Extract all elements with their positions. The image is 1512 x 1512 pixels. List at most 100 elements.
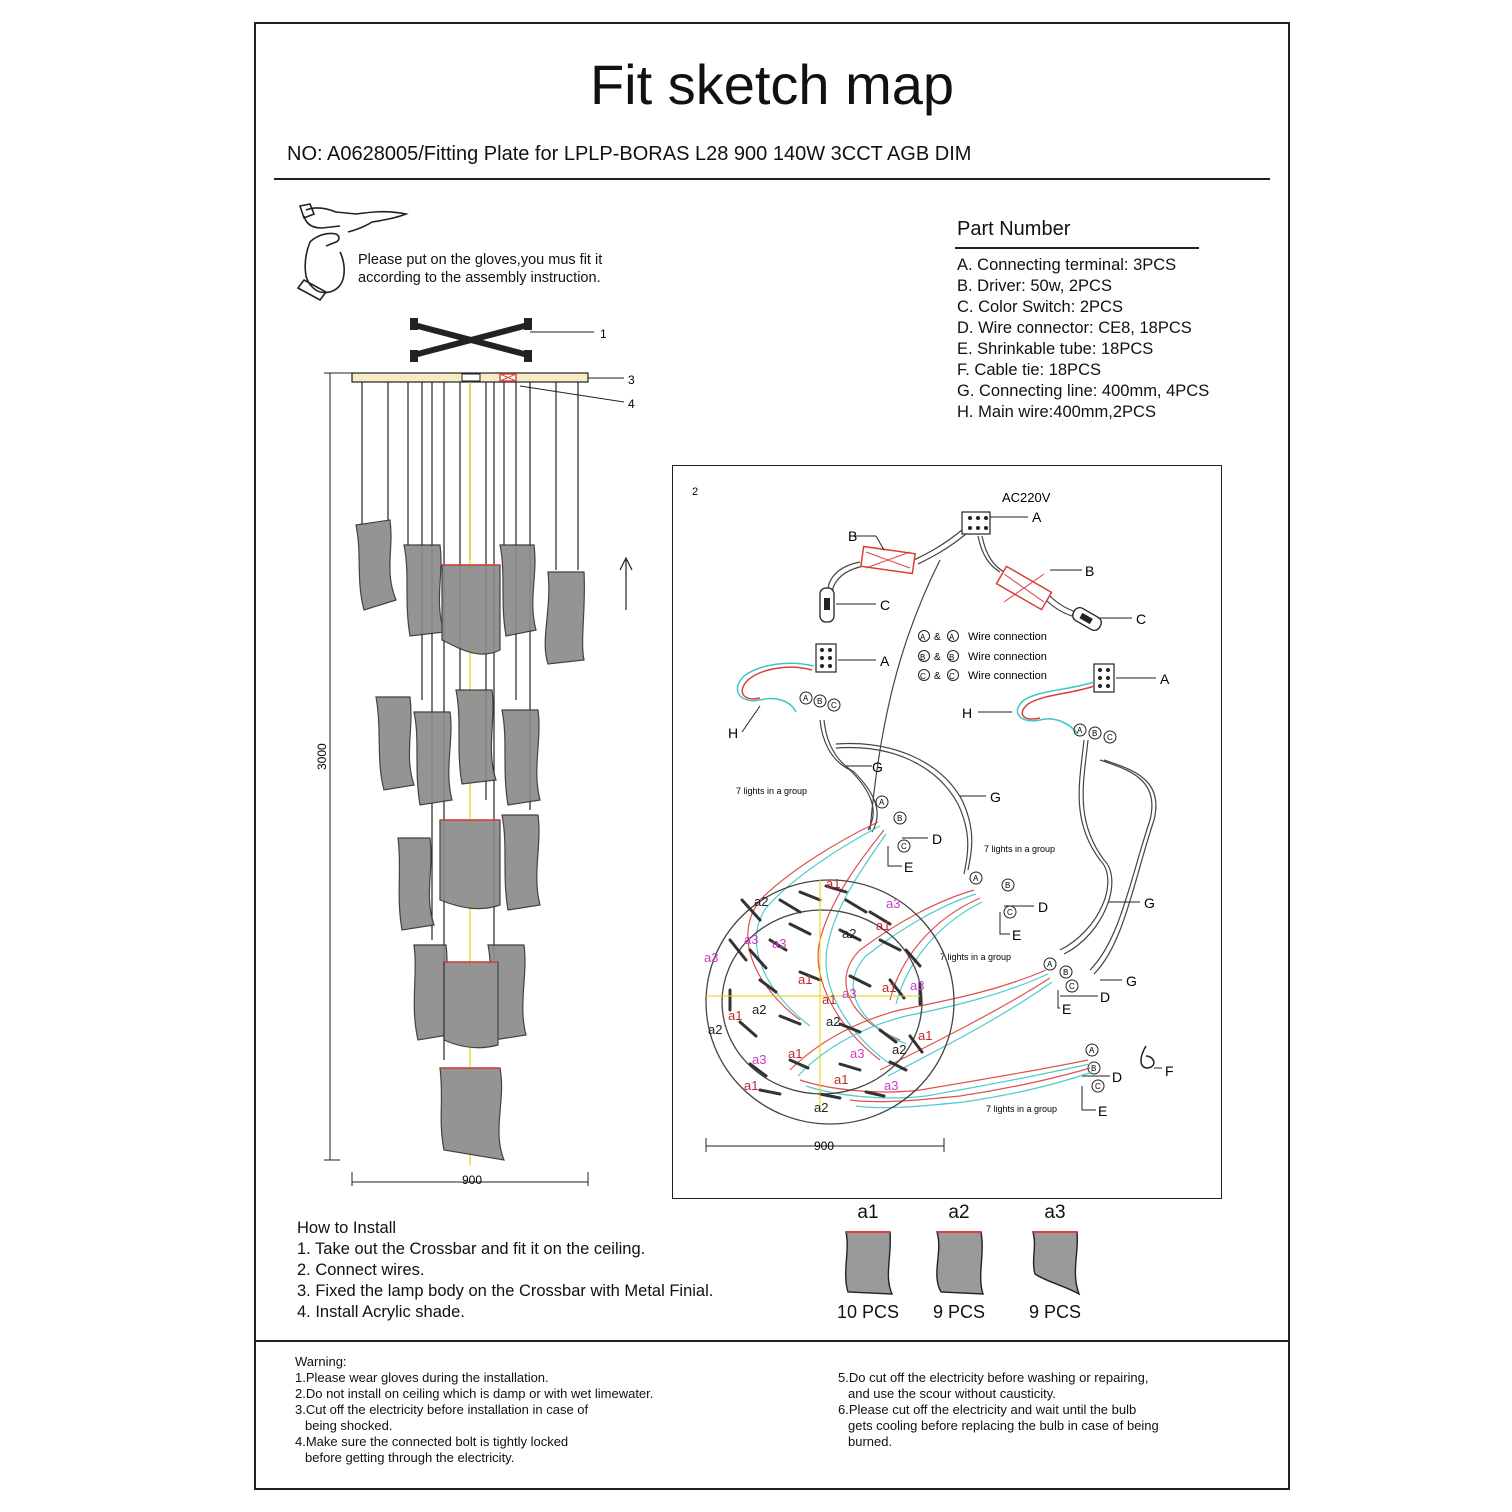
shade-label-a2: a2	[826, 1014, 840, 1029]
legend-amp: &	[934, 652, 941, 663]
page-title: Fit sketch map	[589, 53, 955, 116]
connector-label: A	[973, 874, 979, 883]
shade-type-qty: 10 PCS	[836, 1302, 900, 1322]
label-e: E	[1062, 1001, 1071, 1017]
callout-4: 4	[628, 397, 635, 411]
label-c-right: C	[1136, 611, 1146, 627]
shade-label-a1: a1	[876, 918, 890, 933]
legend-mark: C	[920, 672, 926, 681]
page-subtitle: NO: A0628005/Fitting Plate for LPLP-BORA…	[287, 143, 972, 165]
shade-label-a1: a1	[834, 1072, 848, 1087]
group-label: 7 lights in a group	[940, 952, 1011, 962]
page-frame	[254, 22, 1290, 1490]
connector-label: B	[1091, 1064, 1096, 1073]
part-item: F. Cable tie: 18PCS	[957, 361, 1101, 379]
install-step: 4. Install Acrylic shade.	[297, 1303, 465, 1321]
connector-label: C	[831, 701, 837, 710]
height-dimension: 3000	[315, 743, 329, 770]
connector-label: C	[1107, 733, 1113, 742]
legend-amp: &	[934, 632, 941, 643]
label-e: E	[1012, 927, 1021, 943]
callout-3: 3	[628, 373, 635, 387]
install-step: 3. Fixed the lamp body on the Crossbar w…	[297, 1282, 714, 1300]
shade-type-label: a1	[857, 1202, 879, 1223]
shade-type-qty: 9 PCS	[1028, 1302, 1082, 1322]
label-c-left: C	[880, 597, 890, 613]
connector-label: B	[1063, 968, 1068, 977]
install-step: 1. Take out the Crossbar and fit it on t…	[297, 1240, 646, 1258]
wire-legend: A & A Wire connection B & B Wire connect…	[918, 630, 1047, 682]
connector-label: B	[897, 814, 902, 823]
shade-label-a3: a3	[884, 1078, 898, 1093]
connector-label: B	[1092, 729, 1097, 738]
label-d: D	[1100, 989, 1110, 1005]
shade-type-qty: 9 PCS	[932, 1302, 986, 1322]
shade-label-a2: a2	[814, 1100, 828, 1115]
callout-1: 1	[600, 327, 607, 341]
warning-item: gets cooling before replacing the bulb i…	[848, 1418, 1159, 1433]
cable-tie-icon	[1140, 1045, 1155, 1069]
label-g: G	[872, 759, 883, 775]
shade-label-a3: a3	[704, 950, 718, 965]
power-label: AC220V	[1002, 490, 1051, 505]
label-e: E	[1098, 1103, 1107, 1119]
label-e: E	[904, 859, 913, 875]
header-divider	[274, 178, 1270, 180]
shade-type-label: a3	[1044, 1202, 1066, 1223]
gloves-note-line: according to the assembly instruction.	[358, 270, 601, 286]
wiring-diagram: 2 AC220V A B B C C A A A	[692, 486, 1174, 1153]
label-a-left: A	[880, 653, 890, 669]
shade-label-a1: a1	[798, 972, 812, 987]
label-h-left: H	[728, 725, 738, 741]
shade-label-a3: a3	[842, 986, 856, 1001]
part-item: D. Wire connector: CE8, 18PCS	[957, 319, 1192, 337]
connector-label: A	[879, 798, 885, 807]
shade-label-a2: a2	[892, 1042, 906, 1057]
shade-type-label: a2	[948, 1202, 970, 1223]
warning-item: 4.Make sure the connected bolt is tightl…	[295, 1434, 569, 1449]
warning-item: burned.	[848, 1434, 893, 1449]
part-item: C. Color Switch: 2PCS	[957, 298, 1123, 316]
shade-label-a2: a2	[754, 894, 768, 909]
group-label: 7 lights in a group	[984, 844, 1055, 854]
part-item: A. Connecting terminal: 3PCS	[957, 256, 1177, 274]
part-item: H. Main wire:400mm,2PCS	[957, 403, 1156, 421]
connector-label: B	[817, 697, 822, 706]
shade-a1-icon	[845, 1231, 894, 1295]
wiring-diagram-frame	[672, 465, 1222, 1199]
legend-text: Wire connection	[968, 651, 1047, 663]
connector-label: A	[803, 694, 809, 703]
connector-label: A	[1047, 960, 1053, 969]
part-item: G. Connecting line: 400mm, 4PCS	[957, 382, 1210, 400]
wiring-width-dimension: 900	[814, 1139, 834, 1153]
install-instructions: How to Install 1. Take out the Crossbar …	[297, 1218, 713, 1323]
warning-item: 1.Please wear gloves during the installa…	[295, 1370, 549, 1385]
label-d: D	[1038, 899, 1048, 915]
parts-list: A. Connecting terminal: 3PCS B. Driver: …	[957, 255, 1209, 423]
shade-label-a1: a1	[728, 1008, 742, 1023]
warning-item: 5.Do cut off the electricity before wash…	[838, 1370, 1149, 1385]
shade-label-a1: a1	[744, 1078, 758, 1093]
shade-label-a2: a2	[752, 1002, 766, 1017]
warning-item: 2.Do not install on ceiling which is dam…	[295, 1386, 654, 1401]
connector-label: C	[901, 842, 907, 851]
label-d: D	[932, 831, 942, 847]
legend-mark: B	[920, 653, 925, 662]
lamp-assembly-drawing: 1 3 4	[315, 318, 635, 1187]
warning-left: Warning: 1.Please wear gloves during the…	[295, 1354, 653, 1466]
gloves-note-line: Please put on the gloves,you mus fit it	[358, 252, 603, 268]
parts-divider	[955, 247, 1199, 249]
label-b-left: B	[848, 528, 857, 544]
warning-item: before getting through the electricity.	[305, 1450, 515, 1465]
shade-label-a2: a2	[842, 926, 856, 941]
label-a-top: A	[1032, 509, 1042, 525]
group-label: 7 lights in a group	[736, 786, 807, 796]
label-h-right: H	[962, 705, 972, 721]
connector-label: C	[1069, 982, 1075, 991]
shade-label-a3: a3	[850, 1046, 864, 1061]
label-f: F	[1165, 1063, 1174, 1079]
legend-mark: B	[949, 653, 954, 662]
panel-number: 2	[692, 486, 698, 498]
legend-amp: &	[934, 671, 941, 682]
shade-label-a3: a3	[886, 896, 900, 911]
